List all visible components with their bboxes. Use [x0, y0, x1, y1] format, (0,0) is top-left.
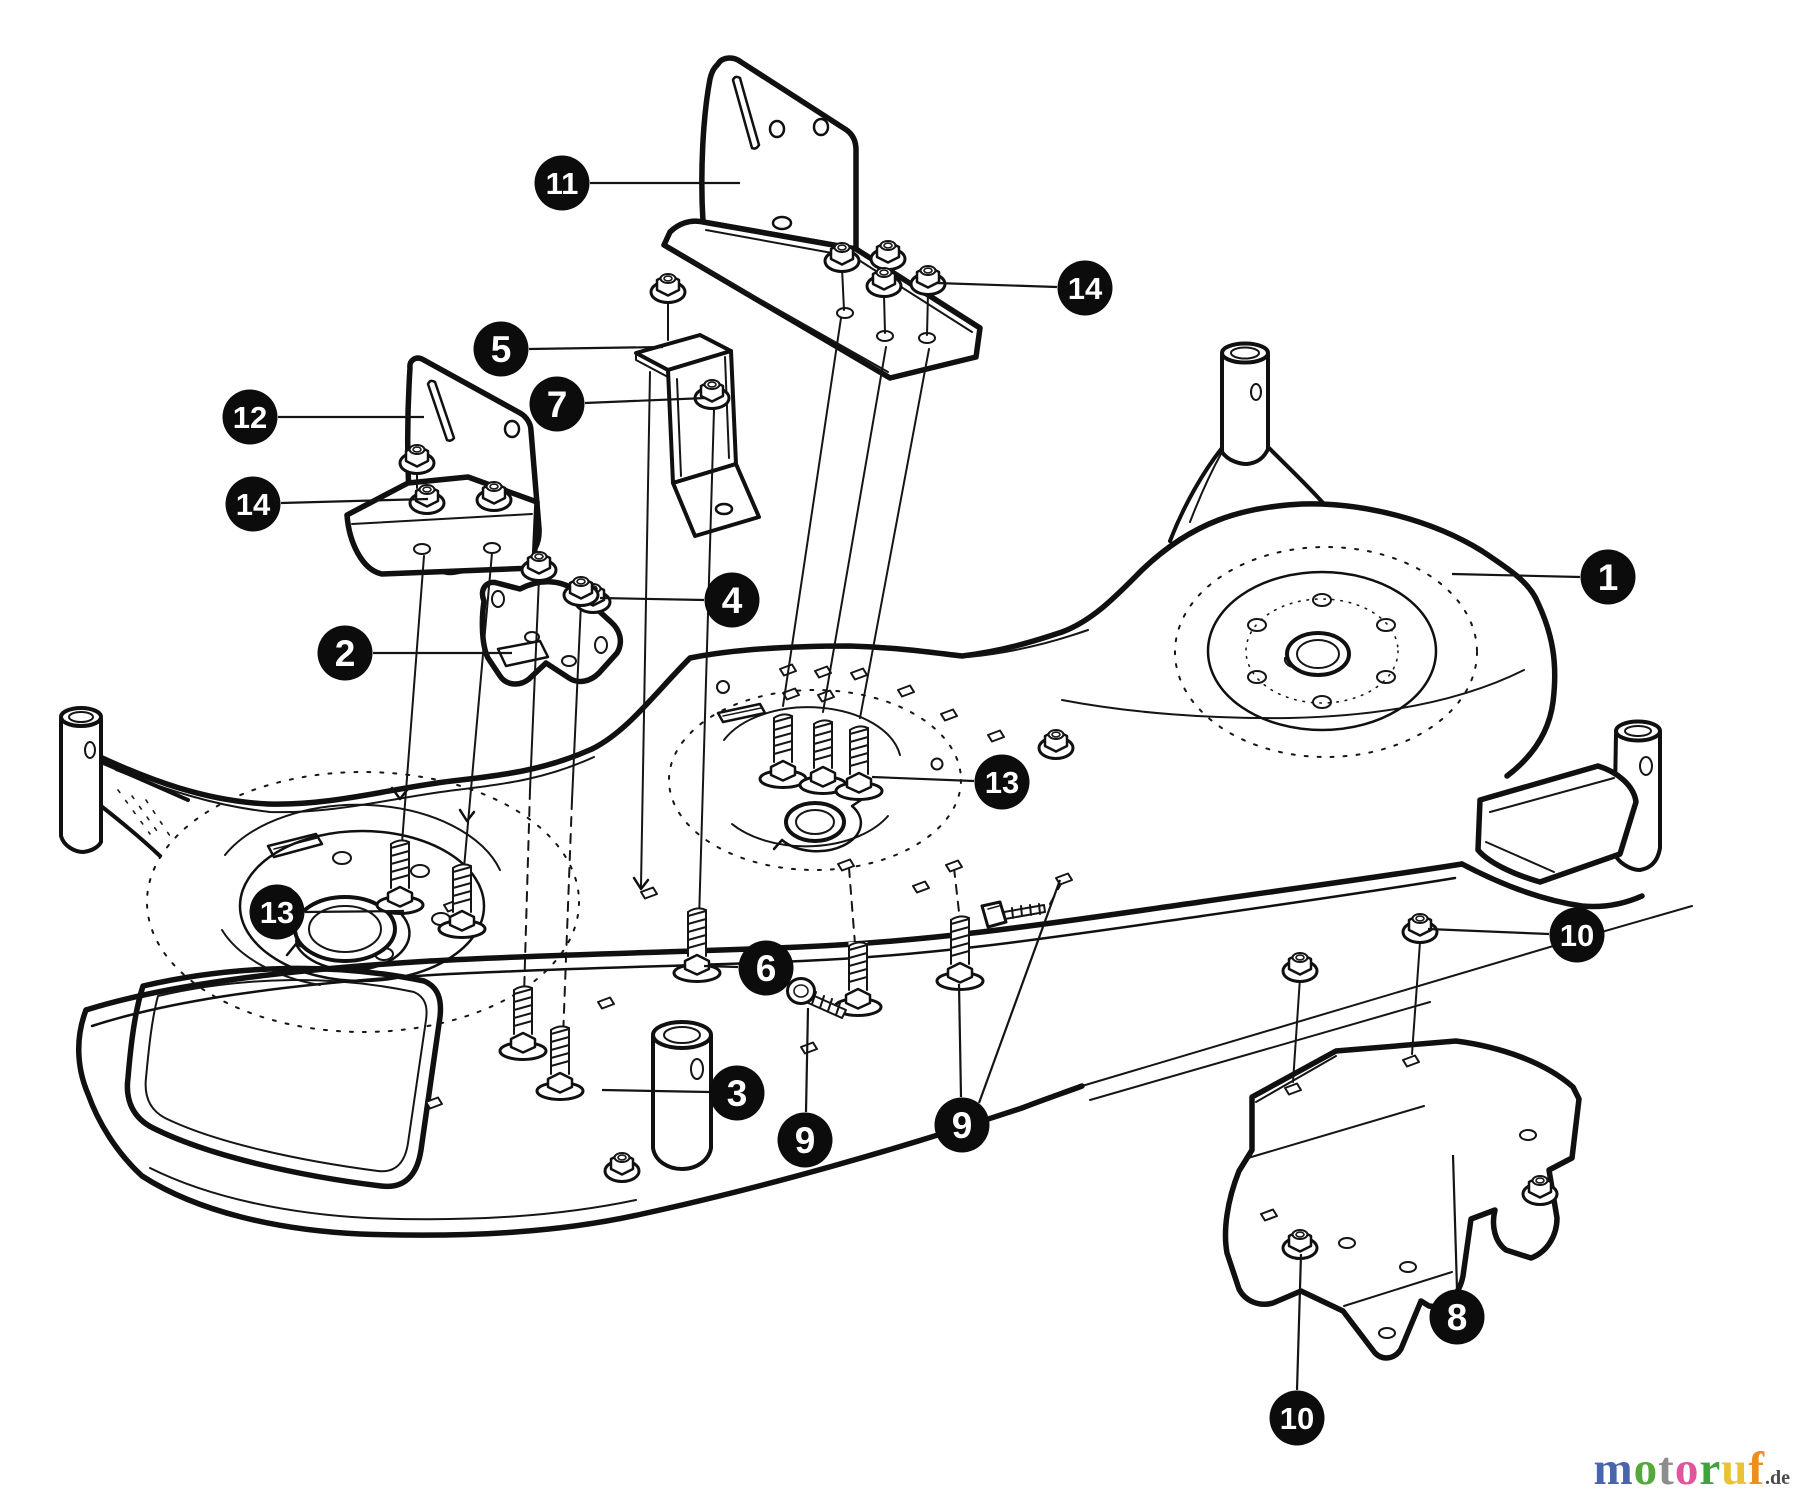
callout-circle: [1057, 260, 1113, 316]
motoruf-logo[interactable]: motoruf.de: [1594, 1446, 1790, 1493]
part-front-post: [651, 1020, 713, 1171]
callout-14: 14: [225, 476, 429, 532]
callout-leader-line: [1295, 1253, 1303, 1391]
fasteners-bolts: [375, 712, 1046, 1101]
callout-10: 10: [1427, 907, 1605, 963]
callout-number: 7: [547, 384, 568, 425]
callout-circle: [709, 1065, 765, 1121]
callout-circle: [974, 754, 1030, 810]
callout-leader-line: [584, 396, 707, 405]
callout-13: 13: [249, 884, 405, 940]
callout-number: 10: [1560, 918, 1594, 953]
callout-leader-line: [1451, 1154, 1459, 1290]
callout-8: 8: [1429, 1154, 1485, 1345]
assembly-alignment-lines: [390, 267, 1421, 1096]
logo-letter: o: [1674, 1443, 1700, 1495]
logo-letter: r: [1699, 1443, 1722, 1495]
part-bracket-5: [634, 333, 761, 538]
callout-4: 4: [599, 572, 760, 628]
callout-circle: [1429, 1289, 1485, 1345]
callout-leader-line: [804, 1007, 810, 1113]
callout-number: 6: [756, 948, 777, 989]
callout-circle: [1549, 907, 1605, 963]
callout-number: 14: [236, 487, 271, 522]
callout-number: 9: [952, 1105, 973, 1146]
logo-letter: f: [1748, 1443, 1765, 1495]
callout-1: 1: [1451, 549, 1636, 605]
callout-number: 13: [260, 895, 294, 930]
callout-number: 3: [727, 1073, 748, 1114]
callout-circle: [473, 321, 529, 377]
callout-circle: [225, 476, 281, 532]
deck-front-opening: [124, 965, 444, 1190]
part-left-post: [59, 706, 190, 858]
callout-12: 12: [222, 389, 424, 445]
logo-suffix: .de: [1765, 1467, 1790, 1489]
logo-letter: t: [1658, 1443, 1675, 1495]
deck-corner-baffle: [1475, 763, 1639, 885]
callout-leader-line: [599, 596, 705, 602]
callout-14: 14: [935, 260, 1113, 316]
callout-circle: [934, 1097, 990, 1153]
part-bracket-11: [661, 55, 983, 381]
callout-5: 5: [473, 321, 664, 377]
callout-number: 5: [491, 329, 512, 370]
callout-leader-line: [935, 281, 1058, 289]
logo-letter: o: [1633, 1443, 1659, 1495]
logo-letter: u: [1721, 1443, 1749, 1495]
callout-circle: [317, 625, 373, 681]
callout-leader-line: [280, 497, 429, 505]
logo-letters: motoruf: [1594, 1443, 1765, 1495]
callout-7: 7: [529, 376, 707, 432]
callout-13: 13: [871, 754, 1030, 810]
callout-number: 2: [335, 633, 356, 674]
callout-leader-line: [528, 345, 664, 351]
callout-circle: [222, 389, 278, 445]
callout-circle: [1269, 1390, 1325, 1446]
callout-leader-line: [304, 909, 405, 914]
callout-number: 9: [795, 1120, 816, 1161]
callout-number: 14: [1068, 271, 1103, 306]
logo-letter: m: [1593, 1443, 1634, 1495]
callout-3: 3: [601, 1065, 765, 1121]
callout-number: 1: [1598, 557, 1619, 598]
callout-11: 11: [534, 155, 740, 211]
callout-leader-line: [1451, 572, 1581, 579]
spindle-right: [1174, 546, 1478, 758]
callout-circle: [704, 572, 760, 628]
callout-number: 13: [985, 765, 1019, 800]
callout-6: 6: [703, 940, 794, 996]
callout-9: 9: [777, 1007, 833, 1168]
carriage-bolt: [786, 977, 847, 1019]
callout-circle: [738, 940, 794, 996]
callout-circle: [249, 884, 305, 940]
callout-number: 12: [233, 400, 267, 435]
callout-9: 9: [934, 879, 1062, 1153]
callout-number: 4: [722, 580, 743, 621]
callout-leader-line: [977, 879, 1062, 1104]
callout-number: 11: [546, 166, 579, 201]
callout-leader-line: [871, 775, 975, 783]
callout-2: 2: [317, 625, 512, 681]
callout-leader-line: [601, 1088, 710, 1094]
callout-leader-line: [703, 964, 739, 969]
callout-number: 8: [1447, 1297, 1468, 1338]
part-bracket-base: [344, 474, 540, 577]
callout-circle: [529, 376, 585, 432]
callout-leader-line: [957, 983, 963, 1098]
callout-10: 10: [1269, 1253, 1325, 1446]
horizontal-bolt: [980, 900, 1046, 929]
callout-circle: [1580, 549, 1636, 605]
spindle-left: [146, 771, 580, 1033]
callout-circle: [534, 155, 590, 211]
callout-leader-line: [1427, 927, 1550, 936]
callout-circle: [777, 1112, 833, 1168]
callout-number: 10: [1280, 1401, 1314, 1436]
part-rear-post: [1168, 341, 1326, 543]
